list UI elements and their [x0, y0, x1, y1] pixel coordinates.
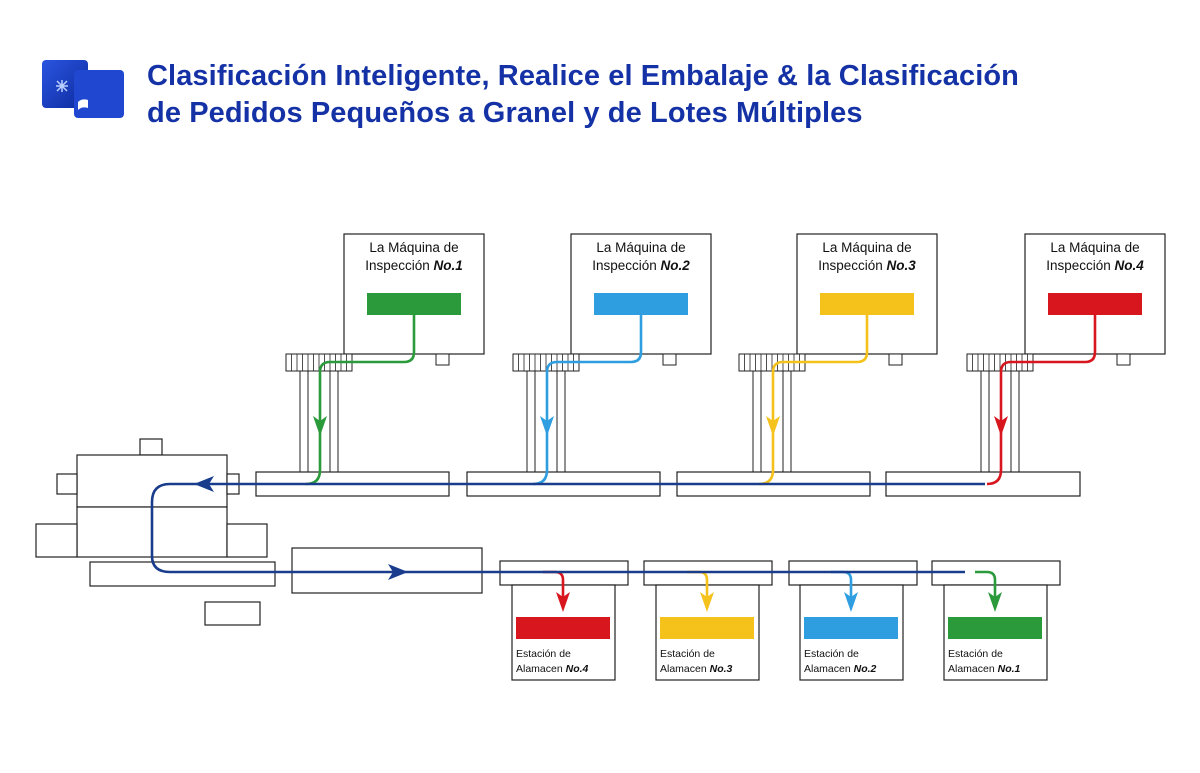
inspection-machine-4: La Máquina de Inspección No.4 — [966, 233, 1166, 486]
main-flow-arrow-right — [388, 564, 408, 580]
machine-flow-line — [305, 315, 416, 486]
station-label-line-2: Alamacen No.4 — [516, 663, 589, 675]
station-number: No.2 — [854, 663, 877, 675]
station-color-bar — [516, 617, 610, 639]
station-color-bar — [804, 617, 898, 639]
station-number: No.3 — [710, 663, 733, 675]
machine-flow-arrow — [313, 416, 327, 436]
station-flow-line — [975, 570, 997, 606]
machine-label-line-2: Inspección No.3 — [818, 258, 916, 273]
machine-label-line-2: Inspección No.4 — [1046, 258, 1144, 273]
storage-station-4: Estación de Alamacen No.1 — [931, 560, 1061, 681]
inspection-machine-3: La Máquina de Inspección No.3 — [738, 233, 938, 486]
machine-color-bar — [594, 293, 688, 315]
station-label-line-1: Estación de — [516, 648, 571, 660]
station-number: No.1 — [998, 663, 1021, 675]
main-flow-line — [150, 482, 985, 574]
storage-station-1: Estación de Alamacen No.4 — [499, 560, 629, 681]
machine-label-line-1: La Máquina de — [596, 240, 685, 255]
storage-station-2: Estación de Alamacen No.3 — [643, 560, 773, 681]
machine-number: No.2 — [661, 258, 691, 273]
machine-flow-line — [986, 315, 1097, 486]
machine-label-line-1: La Máquina de — [822, 240, 911, 255]
machine-color-bar — [367, 293, 461, 315]
company-logo — [42, 58, 126, 122]
machine-label-line-2: Inspección No.1 — [365, 258, 463, 273]
station-label-line-2: Alamacen No.2 — [804, 663, 877, 675]
station-flow-arrow — [556, 592, 570, 612]
machine-foot — [435, 353, 450, 366]
machine-flow-line — [758, 315, 869, 486]
machine-foot — [888, 353, 903, 366]
machine-color-bar — [820, 293, 914, 315]
station-color-bar — [660, 617, 754, 639]
station-number: No.4 — [566, 663, 589, 675]
main-flow-arrow-left — [194, 476, 214, 492]
station-label-line-2: Alamacen No.3 — [660, 663, 733, 675]
lower-conveyor — [89, 547, 483, 594]
machine-flow-line — [532, 315, 643, 486]
station-flow-arrow — [844, 592, 858, 612]
page-title-line-1: Clasificación Inteligente, Realice el Em… — [147, 60, 1019, 92]
machine-number: No.4 — [1115, 258, 1145, 273]
station-label-line-1: Estación de — [948, 648, 1003, 660]
station-label-line-1: Estación de — [660, 648, 715, 660]
station-label-line-1: Estación de — [804, 648, 859, 660]
machine-label-line-1: La Máquina de — [369, 240, 458, 255]
station-flow-arrow — [988, 592, 1002, 612]
station-color-bar — [948, 617, 1042, 639]
storage-station-3: Estación de Alamacen No.2 — [788, 560, 918, 681]
machine-label-line-1: La Máquina de — [1050, 240, 1139, 255]
page-title-line-2: de Pedidos Pequeños a Granel y de Lotes … — [147, 97, 863, 129]
machine-flow-arrow — [540, 416, 554, 436]
machine-foot — [662, 353, 677, 366]
machine-flow-arrow — [994, 416, 1008, 436]
machine-color-bar — [1048, 293, 1142, 315]
inspection-machine-1: La Máquina de Inspección No.1 — [285, 233, 485, 486]
machine-number: No.3 — [887, 258, 917, 273]
machine-label-line-2: Inspección No.2 — [592, 258, 690, 273]
station-label-line-2: Alamacen No.1 — [948, 663, 1021, 675]
station-flow-arrow — [700, 592, 714, 612]
inspection-machine-2: La Máquina de Inspección No.2 — [512, 233, 712, 486]
machine-number: No.1 — [434, 258, 463, 273]
machine-flow-arrow — [766, 416, 780, 436]
machine-foot — [1116, 353, 1131, 366]
